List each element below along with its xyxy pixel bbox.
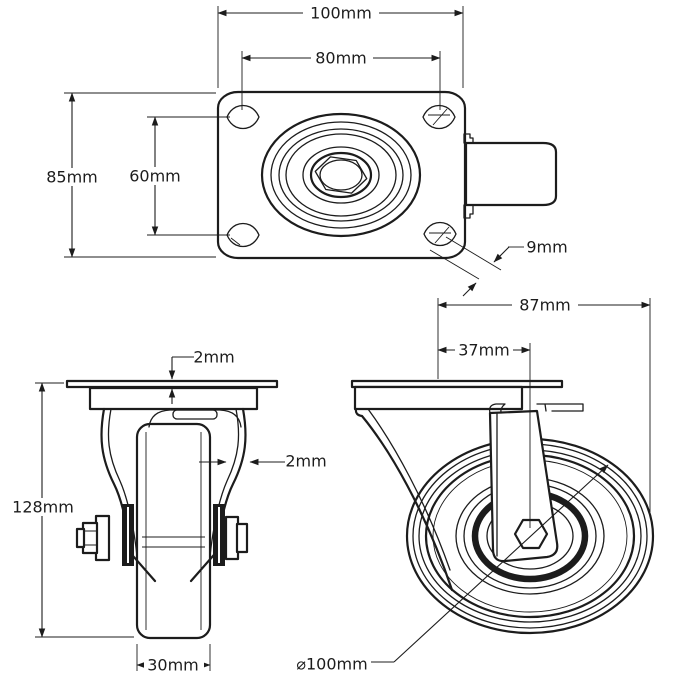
axle-nut-right — [235, 522, 249, 554]
kingpin-hex-top — [314, 156, 368, 194]
bolt-slot-bottom-right — [423, 221, 457, 247]
dim-wheel-width: 30mm — [147, 656, 199, 675]
dim-hole-spacing-width: 80mm — [315, 49, 367, 68]
side-fork — [354, 403, 584, 592]
dim-wheel-diameter: ⌀100mm — [296, 655, 367, 674]
front-wheel — [135, 422, 212, 640]
dim-overall-depth: 85mm — [46, 168, 98, 187]
side-view-dimensions: 87mm 37mm ⌀100mm — [296, 296, 651, 674]
front-view-dimensions: 2mm 2mm 128mm 30mm — [10, 348, 327, 675]
dim-overall-width: 100mm — [310, 4, 372, 23]
front-plate — [65, 379, 279, 411]
dim-slot-width: 9mm — [526, 238, 567, 257]
dim-plate-length: 87mm — [519, 296, 571, 315]
dim-swivel-offset: 37mm — [458, 341, 510, 360]
fork-back-outer — [354, 407, 454, 592]
bolt-slot-top-left — [226, 104, 260, 130]
bolt-slots — [226, 104, 457, 248]
fork-tab-bottom — [463, 204, 474, 219]
fork-top-tab — [536, 403, 584, 412]
axle-hex-nut-side — [513, 518, 549, 550]
front-view: 2mm 2mm 128mm 30mm — [10, 348, 327, 675]
top-view: 100mm 80mm 85mm 60mm 9mm — [42, 4, 568, 297]
bolt-slot-bottom-left — [226, 222, 260, 248]
fork-back-inner — [367, 408, 451, 571]
dim-hole-spacing-depth: 60mm — [129, 167, 181, 186]
top-view-dimensions: 100mm 80mm 85mm 60mm 9mm — [42, 4, 568, 297]
dim-overall-height: 128mm — [12, 498, 74, 517]
dim-bracket-thickness: 2mm — [285, 452, 326, 471]
front-axle — [75, 504, 249, 566]
wheel-top — [464, 141, 558, 207]
bolt-slot-top-right — [422, 104, 456, 130]
side-plate — [350, 379, 564, 411]
side-view: 87mm 37mm ⌀100mm — [296, 296, 655, 674]
fork-tab-top — [463, 133, 474, 144]
swivel-bearing-top — [260, 112, 422, 238]
dim-plate-thickness: 2mm — [193, 348, 234, 367]
